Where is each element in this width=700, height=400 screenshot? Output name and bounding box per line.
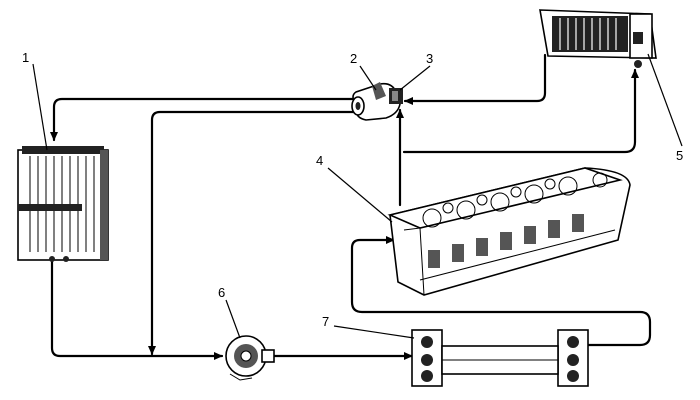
- radiator-icon: [17, 146, 109, 262]
- pipe-heater-to-thermostat: [403, 53, 547, 105]
- leader-6: [225, 299, 241, 339]
- pipe-head-to-heater: [402, 68, 639, 154]
- pipe-thermostat-to-radiator: [50, 97, 362, 142]
- leader-7: [333, 325, 415, 339]
- callout-3: 3: [426, 51, 433, 66]
- leader-1: [32, 63, 48, 151]
- callout-5: 5: [676, 148, 683, 163]
- callout-2: 2: [350, 51, 357, 66]
- temperature-sensor-icon: [389, 88, 403, 104]
- water-pump-icon: [225, 335, 275, 381]
- callout-1: 1: [22, 50, 29, 65]
- oil-cooler-icon: [411, 329, 589, 387]
- cylinder-head-icon: [387, 167, 631, 296]
- pipe-oil-cooler-to-head: [350, 236, 652, 347]
- leader-5: [647, 53, 683, 147]
- thermostat-housing-icon: [351, 82, 401, 121]
- callout-6: 6: [218, 285, 225, 300]
- callout-4: 4: [316, 153, 323, 168]
- heater-core-icon: [539, 9, 657, 68]
- leader-4: [327, 167, 393, 223]
- pipe-radiator-to-pump: [50, 260, 224, 360]
- pipe-bypass-to-pump: [148, 110, 364, 356]
- leader-3: [399, 65, 431, 91]
- callout-7: 7: [322, 314, 329, 329]
- leader-2: [359, 65, 377, 91]
